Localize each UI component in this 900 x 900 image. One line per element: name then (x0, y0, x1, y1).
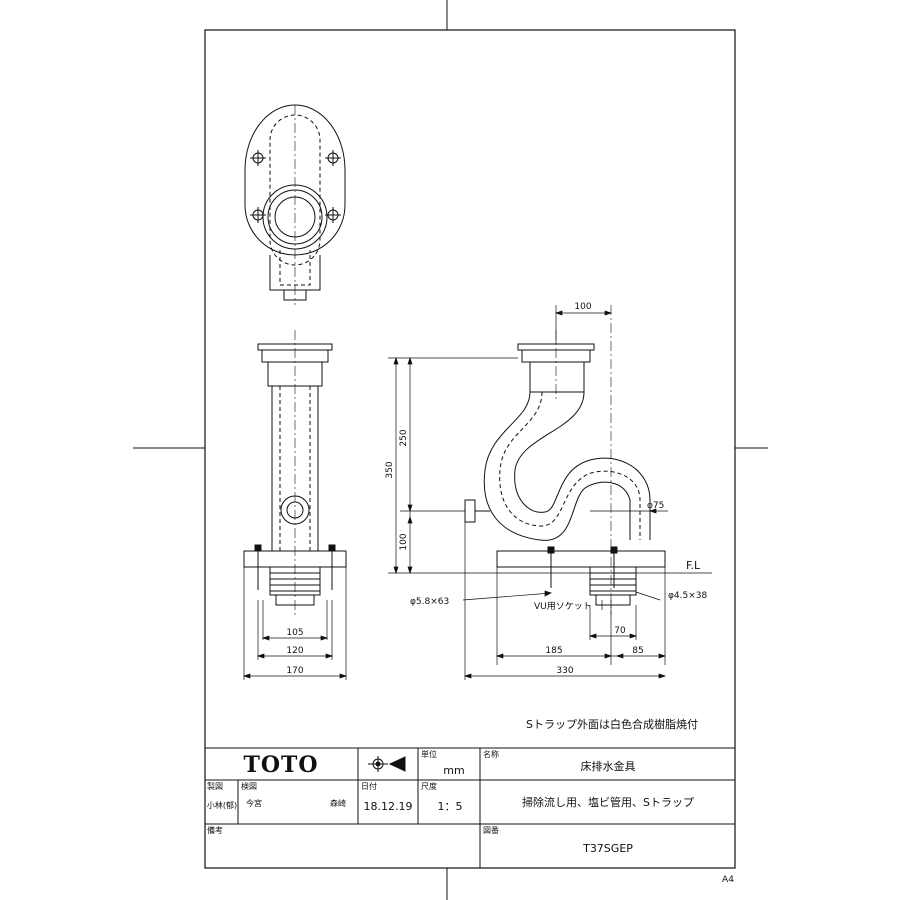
dim-base-left: 185 (545, 646, 562, 656)
front-view-dimension-lines (242, 635, 348, 679)
dim-front-120: 120 (286, 646, 303, 656)
dim-anchor-bolt: φ5.8×63 (410, 597, 449, 607)
drawn-value: 小林(郁) (207, 800, 237, 810)
dim-socket-label: VU用ソケット (534, 601, 592, 612)
name-label: 名称 (483, 749, 499, 759)
maker-logo: TOTO (243, 752, 318, 778)
drawing-no-label: 図番 (483, 825, 499, 835)
date-value: 18.12.19 (364, 800, 413, 813)
unit-label: 単位 (421, 749, 437, 759)
coating-note: Sトラップ外面は白色合成樹脂焼付 (526, 717, 698, 731)
dim-front-170: 170 (286, 666, 303, 676)
top-view (244, 104, 346, 305)
projection-symbol (368, 756, 406, 772)
dim-base-total: 330 (556, 666, 573, 676)
scale-value: 1：5 (438, 800, 463, 813)
dim-front-105: 105 (286, 628, 303, 638)
drawing-no-value: T37SGEP (582, 842, 633, 855)
scale-label: 尺度 (421, 781, 437, 791)
front-view (243, 330, 347, 680)
dim-socket-width: 70 (614, 626, 626, 636)
dim-height-total: 350 (385, 461, 395, 478)
remarks-label: 備考 (207, 825, 223, 835)
description-value: 掃除流し用、塩ビ管用、Sトラップ (522, 795, 694, 809)
checked-label: 検図 (241, 781, 257, 791)
unit-value: mm (443, 764, 464, 777)
checked-value-2: 森崎 (330, 798, 346, 808)
title-block (204, 747, 736, 869)
sheet-size-label: A4 (722, 875, 734, 885)
drawing-border (204, 29, 736, 869)
floor-line-label: F.L (686, 559, 701, 572)
side-view-dimension-lines (388, 305, 712, 680)
side-view-s-trap (464, 305, 666, 615)
dim-base-right: 85 (632, 646, 643, 656)
dim-top-offset: 100 (574, 302, 591, 312)
dim-pipe-diameter: φ75 (647, 501, 664, 511)
drawn-label: 製図 (207, 781, 223, 791)
dim-height-lower: 100 (399, 533, 409, 550)
centering-marks (133, 0, 768, 900)
dim-height-upper: 250 (399, 429, 409, 446)
date-label: 日付 (361, 781, 377, 791)
dim-screw: φ4.5×38 (668, 591, 708, 601)
name-value: 床排水金具 (581, 759, 636, 773)
checked-value-1: 今宮 (246, 798, 262, 808)
